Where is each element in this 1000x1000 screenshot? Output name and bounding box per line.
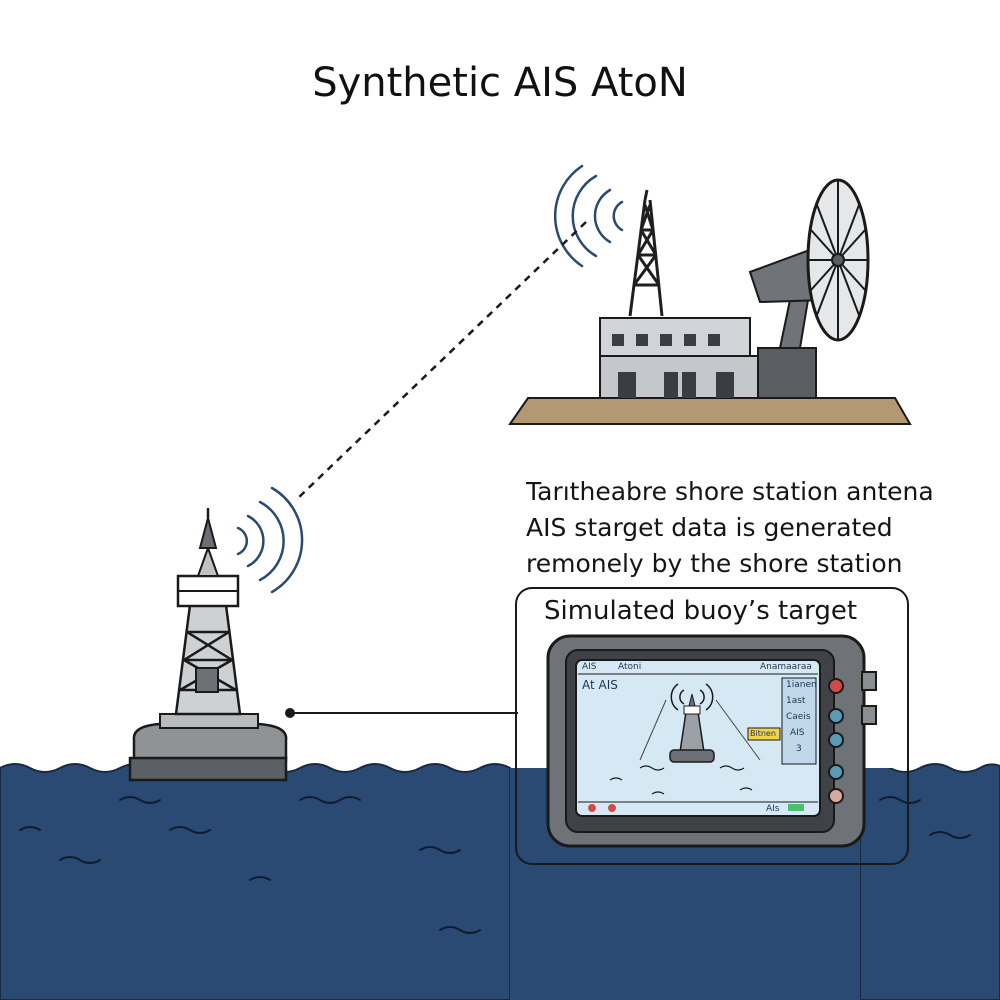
caption-text: Tarıtheabre shore station antena AIS sta… [526, 474, 934, 582]
screen-label-atoni: Atoni [618, 662, 642, 672]
simulated-target-label: Simulated buoy’s target [544, 596, 858, 626]
screen-highlight-tag: Bitnen [750, 729, 776, 738]
sea [0, 763, 511, 1000]
shore-signal-waves [553, 164, 624, 268]
caption-line-2: AIS starget data is generated [526, 513, 893, 542]
island [508, 397, 912, 425]
buoy-connector-dot [285, 708, 295, 718]
buoy [128, 508, 288, 782]
screen-side-item-3: Caeis [786, 712, 811, 722]
sea-ripples [19, 796, 971, 934]
screen-mode-label: At AIS [582, 678, 618, 692]
screen-side-item-4: AIS [790, 728, 805, 738]
antenna-tower [628, 189, 664, 317]
screen-side-item-5: 3 [796, 744, 802, 754]
buoy-signal-waves [236, 486, 304, 594]
caption-line-3: remonely by the shore station [526, 549, 903, 578]
dashed-signal-link [295, 221, 587, 501]
display-outline-box [515, 587, 909, 865]
shore-station [599, 317, 786, 399]
screen-side-item-2: 1ast [786, 696, 806, 706]
screen-side-item-1: 1ianen [786, 680, 817, 690]
screen-bottom-label: AIs [766, 804, 780, 814]
screen-label-ais: AIS [582, 662, 597, 672]
ais-display-device [546, 634, 877, 848]
screen-label-top-right: Anamaaraa [760, 662, 812, 672]
diagram-title: Synthetic AIS AtoN [312, 60, 688, 106]
radar-dish [748, 178, 870, 399]
caption-line-1: Tarıtheabre shore station antena [526, 477, 934, 506]
